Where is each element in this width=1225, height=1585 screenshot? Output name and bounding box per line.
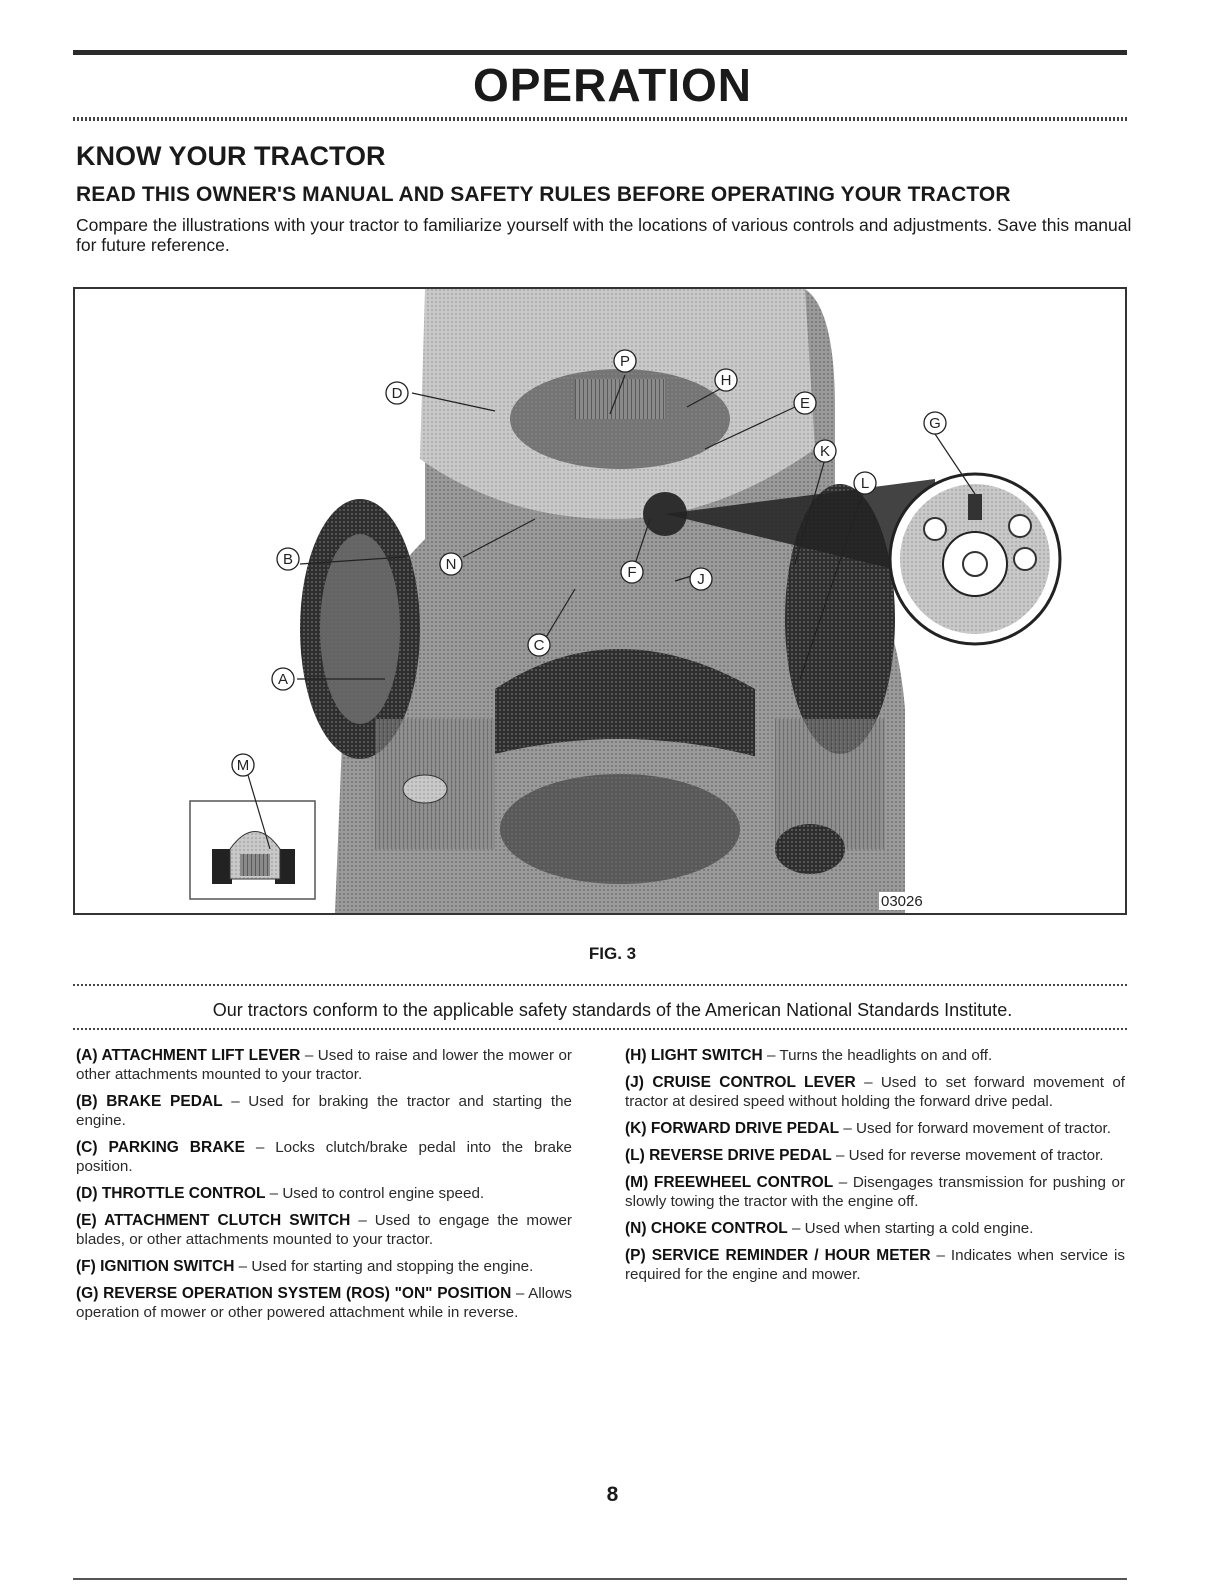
control-desc: – Used for reverse movement of tractor. [835,1147,1104,1164]
control-item: (H) LIGHT SWITCH – Turns the headlights … [625,1046,1125,1065]
control-term: (H) LIGHT SWITCH [625,1047,763,1064]
control-term: (M) FREEWHEEL CONTROL [625,1174,834,1191]
page-number: 8 [606,1483,619,1506]
control-term: (D) THROTTLE CONTROL [76,1185,266,1202]
tractor-controls-figure: D P H E G K L B N F J C A M 03026 [73,287,1127,915]
control-term: (J) CRUISE CONTROL LEVER [625,1074,856,1091]
callout-n: N [446,556,457,573]
footer-rule [73,1578,1127,1580]
control-item: (E) ATTACHMENT CLUTCH SWITCH – Used to e… [76,1211,572,1249]
callout-j: J [697,571,705,588]
control-item: (J) CRUISE CONTROL LEVER – Used to set f… [625,1073,1125,1111]
control-term: (E) ATTACHMENT CLUTCH SWITCH [76,1212,351,1229]
control-term: (C) PARKING BRAKE [76,1139,245,1156]
controls-list-right: (H) LIGHT SWITCH – Turns the headlights … [625,1046,1125,1292]
subheading: KNOW YOUR TRACTOR [76,141,386,171]
control-desc: – Indicates when service is required for… [625,1247,1125,1283]
standards-note: Our tractors conform to the applicable s… [212,1000,1013,1020]
control-desc: – Used for braking the tractor and start… [76,1093,572,1129]
callout-k: K [820,443,830,460]
control-item: (N) CHOKE CONTROL – Used when starting a… [625,1219,1125,1238]
control-desc: – Used to set forward movement of tracto… [625,1074,1126,1110]
callout-b: B [283,551,293,568]
control-item: (D) THROTTLE CONTROL – Used to control e… [76,1184,572,1203]
control-term: (N) CHOKE CONTROL [625,1220,788,1237]
control-desc: – Disengages transmission for pushing or… [625,1174,1125,1210]
callout-l: L [861,475,869,492]
callout-d: D [392,385,403,402]
control-term: (B) BRAKE PEDAL [76,1093,223,1110]
control-item: (C) PARKING BRAKE – Locks clutch/brake p… [76,1138,572,1176]
control-desc: – Allows operation of mower or other pow… [76,1285,572,1321]
control-term: (A) ATTACHMENT LIFT LEVER [76,1047,301,1064]
control-item: (M) FREEWHEEL CONTROL – Disengages trans… [625,1173,1125,1211]
control-item: (L) REVERSE DRIVE PEDAL – Used for rever… [625,1146,1125,1165]
callout-e: E [800,395,810,412]
control-term: (P) SERVICE REMINDER / HOUR METER [625,1247,931,1264]
header-rule-top [73,50,1127,55]
standards-rule-bottom [73,1028,1127,1030]
control-item: (F) IGNITION SWITCH – Used for starting … [76,1257,572,1276]
control-desc: – Used to control engine speed. [269,1185,485,1202]
control-term: (F) IGNITION SWITCH [76,1258,235,1275]
controls-list-left: (A) ATTACHMENT LIFT LEVER – Used to rais… [76,1046,572,1330]
callout-m: M [237,757,250,774]
control-desc: – Used to raise and lower the mower or o… [76,1047,572,1083]
control-desc: – Used for forward movement of tractor. [843,1120,1111,1137]
callout-c: C [534,637,545,654]
control-item: (P) SERVICE REMINDER / HOUR METER – Indi… [625,1246,1125,1284]
callout-g: G [929,415,941,432]
control-desc: – Turns the headlights on and off. [767,1047,993,1064]
control-item: (G) REVERSE OPERATION SYSTEM (ROS) "ON" … [76,1284,572,1322]
section-title: OPERATION [472,59,753,111]
figure-caption: FIG. 3 [588,944,637,963]
callout-f: F [627,564,636,581]
callout-p: P [620,353,630,370]
control-term: (G) REVERSE OPERATION SYSTEM (ROS) "ON" … [76,1285,512,1302]
tractor-illustration: D P H E G K L B N F J C A M 03026 [189,289,1062,913]
control-term: (L) REVERSE DRIVE PEDAL [625,1147,832,1164]
standards-rule-top [73,984,1127,986]
control-desc: – Locks clutch/brake pedal into the brak… [76,1139,572,1175]
callout-a: A [278,671,288,688]
header-rule-bottom [73,117,1127,121]
control-desc: – Used to engage the mower blades, or ot… [76,1212,572,1248]
figure-code: 03026 [881,893,923,910]
control-term: (K) FORWARD DRIVE PEDAL [625,1120,840,1137]
intro-paragraph: Compare the illustrations with your trac… [76,215,1132,255]
control-item: (K) FORWARD DRIVE PEDAL – Used for forwa… [625,1119,1125,1138]
control-item: (A) ATTACHMENT LIFT LEVER – Used to rais… [76,1046,572,1084]
callout-h: H [721,372,732,389]
control-desc: – Used when starting a cold engine. [791,1220,1034,1237]
control-item: (B) BRAKE PEDAL – Used for braking the t… [76,1092,572,1130]
safety-heading: READ THIS OWNER'S MANUAL AND SAFETY RULE… [76,183,1011,206]
control-desc: – Used for starting and stopping the eng… [238,1258,534,1275]
